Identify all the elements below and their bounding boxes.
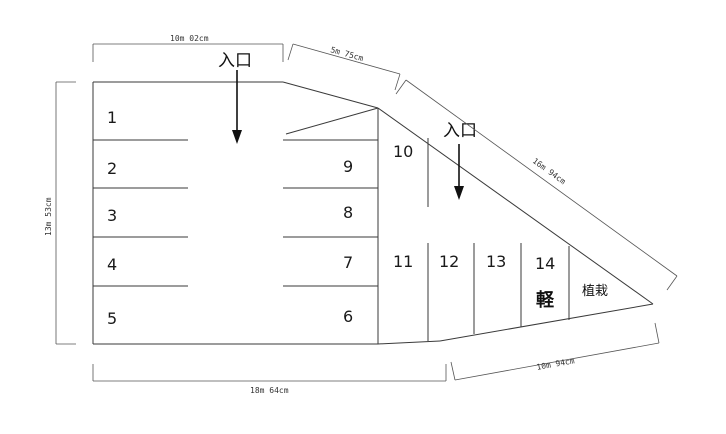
dimension-top-middle-label: 5m 75cm	[329, 45, 364, 63]
space-1: 1	[107, 108, 117, 127]
dimension-bottom-left-label: 18m 64cm	[250, 386, 289, 395]
space-7: 7	[343, 253, 353, 272]
left-stall-dividers	[93, 139, 188, 287]
dimension-top-middle: 5m 75cm	[287, 43, 401, 91]
dimension-top-left-label: 10m 02cm	[170, 34, 209, 43]
space-13: 13	[486, 252, 506, 271]
planting-label: 植栽	[582, 283, 608, 299]
space-9: 9	[343, 157, 353, 176]
dimension-bottom-left: 18m 64cm	[92, 364, 447, 395]
space-3: 3	[107, 206, 117, 225]
space-2: 2	[107, 159, 117, 178]
entrance-label-top: 入口	[218, 51, 252, 71]
lot-boundary	[92, 81, 654, 345]
middle-stall-dividers	[283, 107, 379, 344]
space-6: 6	[343, 307, 353, 326]
dimension-diagonal-right-label: 16m 94cm	[531, 156, 568, 186]
space-14-kei-label: 軽	[536, 289, 555, 311]
right-stall-dividers	[377, 108, 570, 344]
space-5: 5	[107, 309, 117, 328]
entrance-arrow-top	[232, 70, 242, 144]
dimension-bottom-right-label: 10m 94cm	[536, 356, 576, 372]
dimension-bottom-right: 10m 94cm	[450, 322, 660, 381]
space-8: 8	[343, 203, 353, 222]
space-11: 11	[393, 252, 413, 271]
entrance-arrow-right	[454, 144, 464, 200]
dimension-left-side: 13m 53cm	[44, 81, 76, 345]
space-10: 10	[393, 142, 413, 161]
space-14: 14	[535, 254, 555, 273]
entrance-label-right: 入口	[443, 121, 477, 141]
space-12: 12	[439, 252, 459, 271]
dimension-top-left: 10m 02cm	[92, 34, 284, 62]
dimension-left-side-label: 13m 53cm	[44, 197, 53, 236]
space-4: 4	[107, 255, 117, 274]
